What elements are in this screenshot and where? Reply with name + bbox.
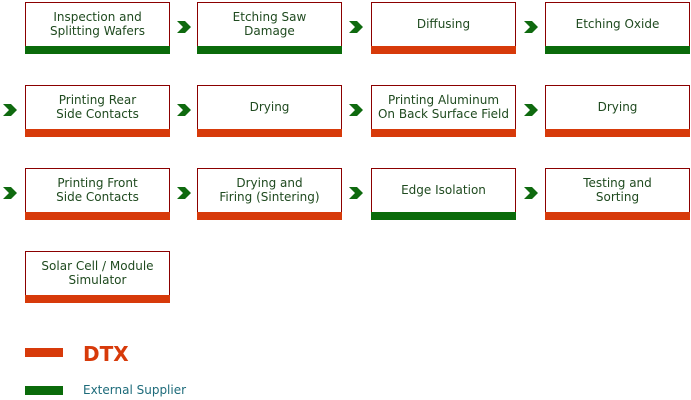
arrow-right-icon xyxy=(177,187,191,199)
step-label: Printing Aluminum On Back Surface Field xyxy=(377,93,510,121)
step-label: Edge Isolation xyxy=(401,183,486,197)
arrow-right-icon xyxy=(349,104,363,116)
owner-bar-dtx xyxy=(25,295,170,303)
arrow-right-icon xyxy=(349,187,363,199)
arrow-right-icon xyxy=(349,21,363,33)
step-label: Drying and Firing (Sintering) xyxy=(219,176,320,204)
step-edge-isolation: Edge Isolation xyxy=(371,168,516,220)
step-printing-front-side-contacts: Printing Front Side Contacts xyxy=(25,168,170,220)
step-label: Inspection and Splitting Wafers xyxy=(50,10,145,38)
owner-bar-dtx xyxy=(545,212,690,220)
step-label: Etching Saw Damage xyxy=(232,10,307,38)
step-printing-rear-side-contacts: Printing Rear Side Contacts xyxy=(25,85,170,137)
step-etching-oxide: Etching Oxide xyxy=(545,2,690,54)
arrow-right-icon xyxy=(3,187,17,199)
owner-bar-dtx xyxy=(197,212,342,220)
owner-bar-dtx xyxy=(371,129,516,137)
arrow-right-icon xyxy=(177,104,191,116)
step-inspection-splitting-wafers: Inspection and Splitting Wafers xyxy=(25,2,170,54)
legend-label-dtx: DTX xyxy=(83,342,129,366)
legend-swatch-dtx xyxy=(25,348,63,357)
step-solar-cell-module-simulator: Solar Cell / Module Simulator xyxy=(25,251,170,303)
legend-label-external: External Supplier xyxy=(83,383,187,397)
arrow-right-icon xyxy=(3,104,17,116)
owner-bar-dtx xyxy=(371,46,516,54)
step-printing-aluminum-bsf: Printing Aluminum On Back Surface Field xyxy=(371,85,516,137)
owner-bar-dtx xyxy=(197,129,342,137)
step-label: Testing and Sorting xyxy=(583,176,652,204)
step-label: Printing Front Side Contacts xyxy=(56,176,139,204)
owner-bar-external xyxy=(371,212,516,220)
step-etching-saw-damage: Etching Saw Damage xyxy=(197,2,342,54)
step-label: Printing Rear Side Contacts xyxy=(56,93,139,121)
owner-bar-external xyxy=(25,46,170,54)
step-label: Solar Cell / Module Simulator xyxy=(41,259,154,287)
step-testing-and-sorting: Testing and Sorting xyxy=(545,168,690,220)
step-diffusing: Diffusing xyxy=(371,2,516,54)
step-drying-2: Drying xyxy=(545,85,690,137)
arrow-right-icon xyxy=(524,187,538,199)
owner-bar-dtx xyxy=(25,129,170,137)
owner-bar-dtx xyxy=(25,212,170,220)
step-drying-and-firing: Drying and Firing (Sintering) xyxy=(197,168,342,220)
owner-bar-external xyxy=(545,46,690,54)
owner-bar-external xyxy=(197,46,342,54)
step-label: Diffusing xyxy=(416,17,471,31)
owner-bar-dtx xyxy=(545,129,690,137)
step-label: Drying xyxy=(597,100,638,114)
step-label: Etching Oxide xyxy=(575,17,660,31)
arrow-right-icon xyxy=(177,21,191,33)
step-drying: Drying xyxy=(197,85,342,137)
step-label: Drying xyxy=(249,100,290,114)
legend-swatch-external xyxy=(25,386,63,395)
arrow-right-icon xyxy=(524,104,538,116)
arrow-right-icon xyxy=(524,21,538,33)
